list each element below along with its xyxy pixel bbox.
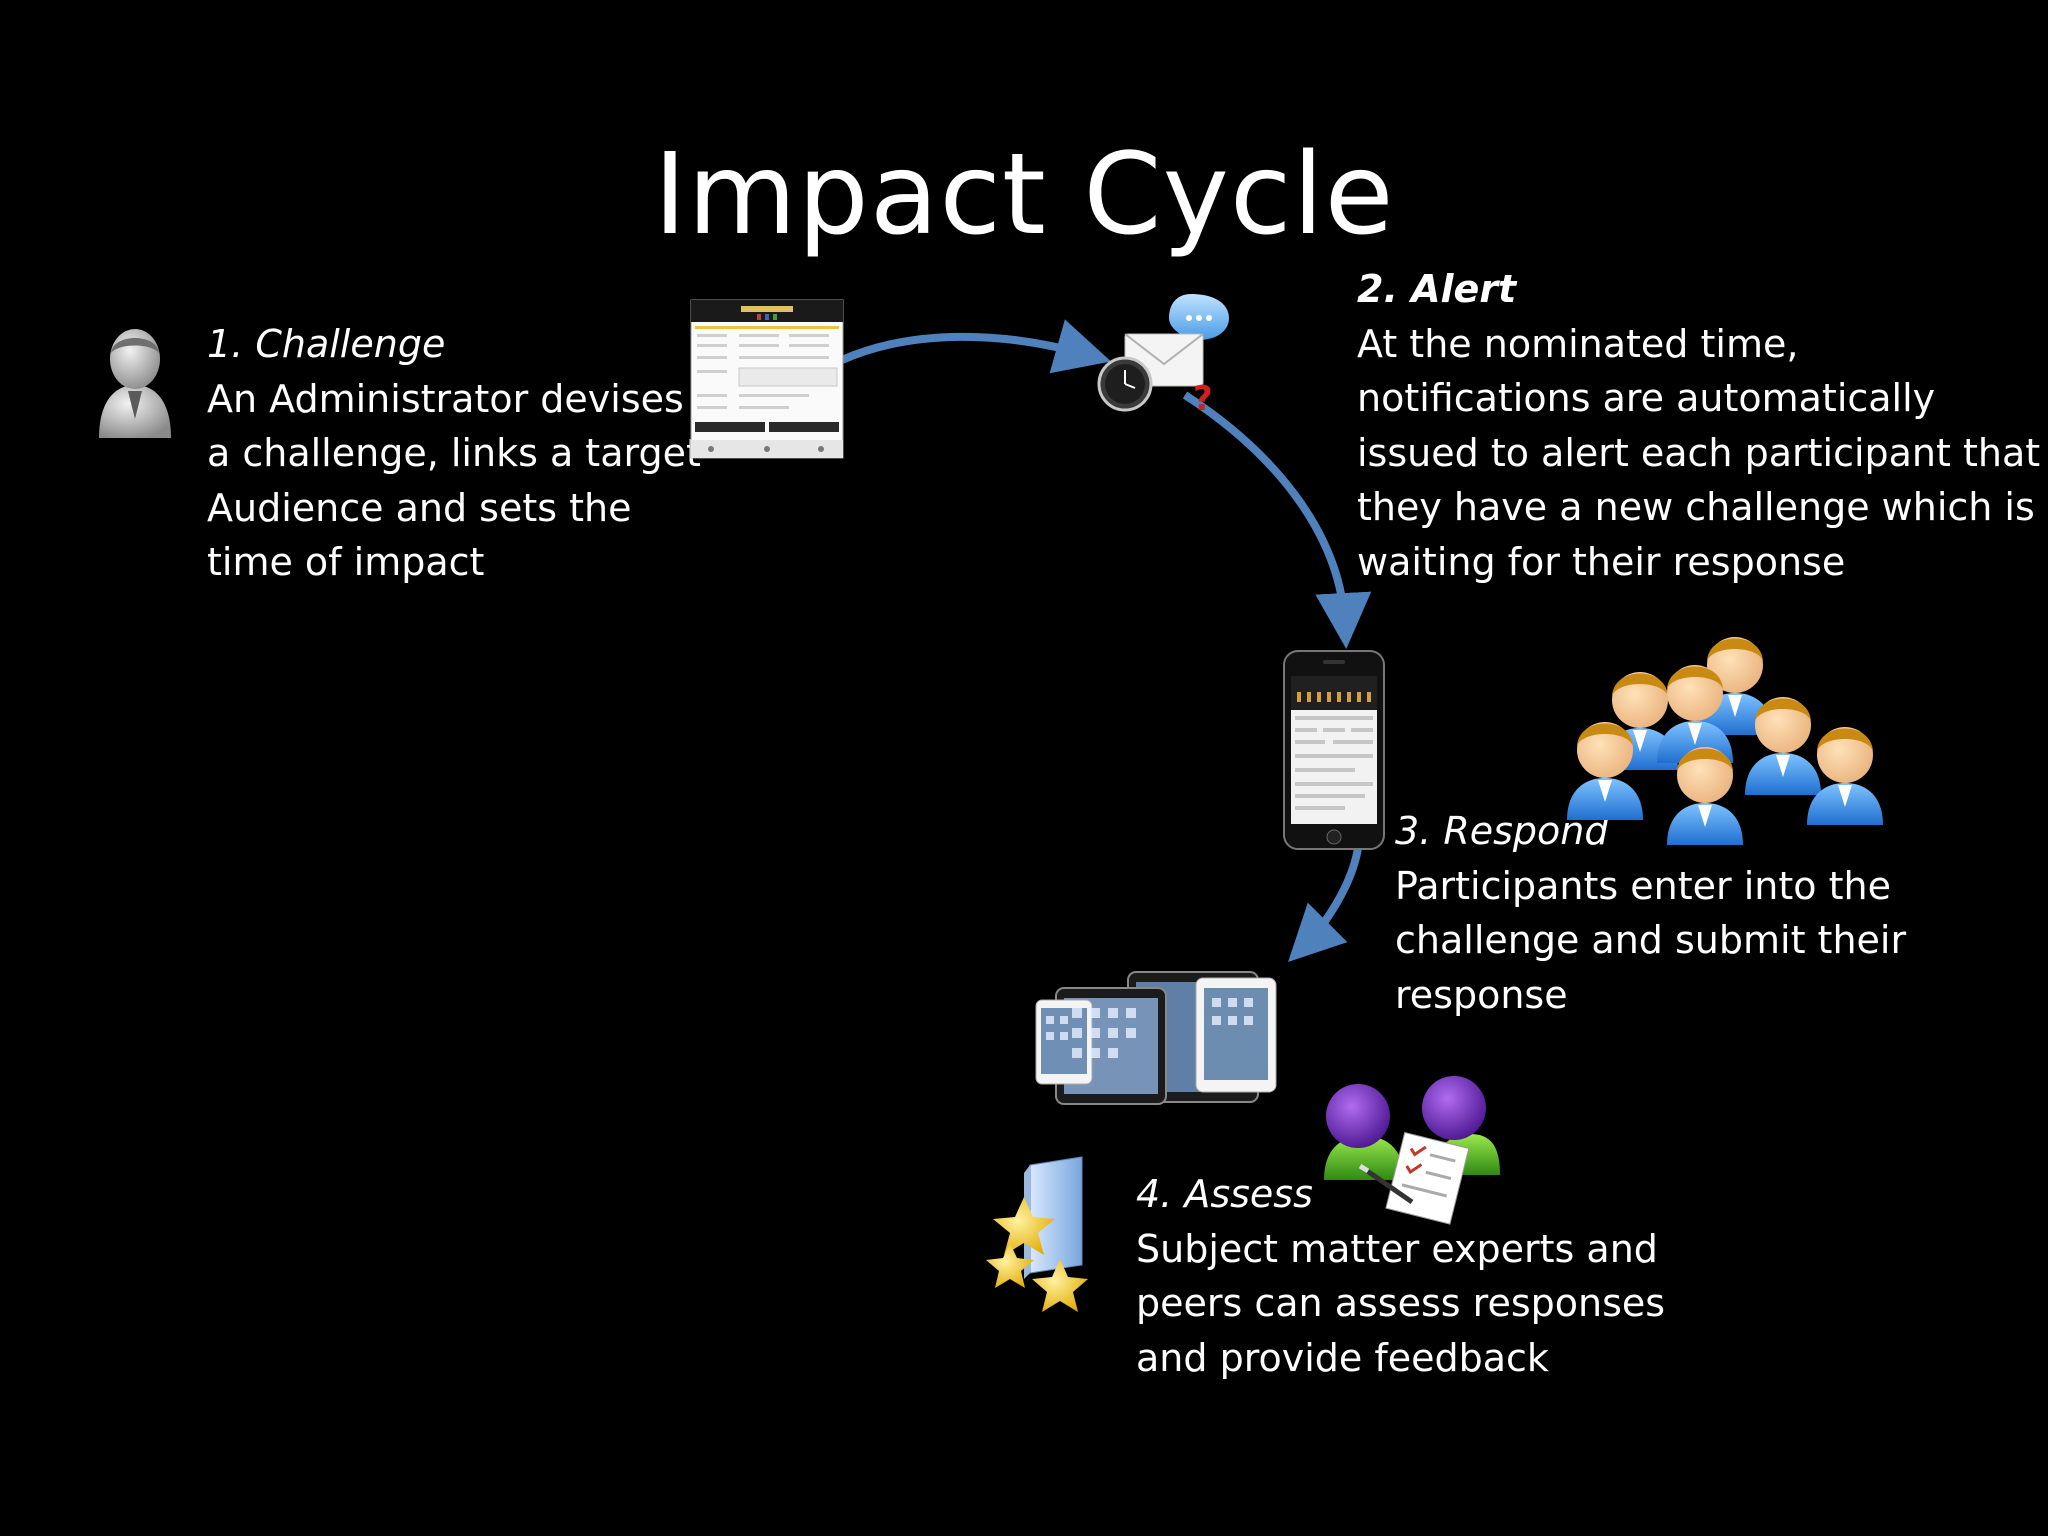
svg-text:?: ? — [1193, 379, 1213, 419]
administrator-icon — [99, 329, 171, 438]
tablets-icon — [1035, 971, 1277, 1105]
reviewers-icon — [1324, 1076, 1500, 1225]
step-challenge-heading: 1. Challenge — [207, 322, 446, 366]
awards-stars-icon — [986, 1156, 1088, 1312]
smartphone-icon — [1283, 650, 1385, 850]
step-assess: 4. Assess Subject matter experts and pee… — [1136, 1167, 1665, 1385]
step-alert-heading: 2. Alert — [1357, 267, 1517, 311]
web-form-screenshot-icon — [690, 299, 844, 459]
step-challenge-text: An Administrator devises a challenge, li… — [207, 376, 701, 585]
alert-notification-icon: ? — [1097, 294, 1229, 419]
arrow-alert-to-respond — [1182, 391, 1372, 649]
step-respond: 3. Respond Participants enter into the c… — [1395, 804, 1906, 1022]
page-title: Impact Cycle — [653, 130, 1395, 260]
step-assess-text: Subject matter experts and peers can ass… — [1136, 1226, 1666, 1380]
step-alert-text: At the nominated time, notifications are… — [1357, 321, 2041, 584]
step-respond-text: Participants enter into the challenge an… — [1395, 863, 1907, 1017]
step-challenge: 1. Challenge An Administrator devises a … — [207, 317, 701, 590]
arrow-respond-to-assess — [1288, 847, 1362, 962]
step-assess-heading: 4. Assess — [1136, 1172, 1313, 1216]
arrow-challenge-to-alert — [840, 319, 1112, 374]
participants-group-icon — [1567, 637, 1883, 845]
step-alert: 2. Alert At the nominated time, notifica… — [1357, 262, 2040, 589]
